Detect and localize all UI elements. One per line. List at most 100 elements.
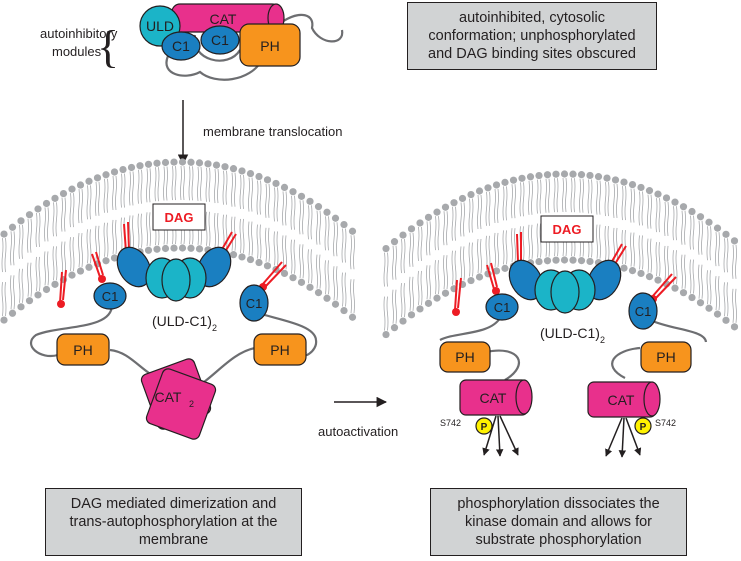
- lipid-head: [340, 220, 348, 229]
- lipid-head: [170, 158, 178, 166]
- lipid-tail: [497, 232, 499, 267]
- lipid-tail: [341, 272, 344, 307]
- lipid-head: [255, 258, 263, 267]
- lipid-head: [8, 309, 17, 317]
- lipid-tail: [78, 188, 80, 224]
- lipid-head: [441, 289, 450, 297]
- ph-label: PH: [656, 349, 675, 365]
- lipid-tail: [485, 191, 488, 226]
- lipid-tail: [72, 193, 75, 228]
- caption-substrate-phosphorylation: phosphorylation dissociates the kinase d…: [430, 488, 687, 556]
- lipid-head: [722, 230, 730, 238]
- lipid-tail: [548, 178, 550, 213]
- ph-label: PH: [455, 349, 474, 365]
- c1-domain: [116, 246, 152, 288]
- lipid-head: [424, 299, 433, 307]
- lipid-tail: [718, 232, 720, 267]
- lipid-head: [433, 294, 441, 302]
- lipid-tail: [276, 187, 279, 222]
- lipid-head: [475, 187, 484, 195]
- lipid-head: [161, 158, 170, 167]
- lipid-tail: [681, 254, 683, 289]
- lipid-tail: [174, 166, 177, 201]
- lipid-head: [272, 179, 280, 188]
- lipid-tail: [242, 218, 245, 253]
- lipid-head: [280, 269, 289, 278]
- lipid-tail: [420, 226, 423, 261]
- lipid-tail: [420, 270, 423, 305]
- lipid-head: [348, 227, 357, 235]
- lipid-head: [110, 168, 119, 176]
- lipid-tail: [392, 245, 394, 280]
- autoinhibitory-label-line1: autoinhibitory: [40, 26, 118, 41]
- lipid-tail: [460, 246, 462, 281]
- lipid-head: [314, 289, 323, 297]
- lipid-tail: [604, 226, 607, 261]
- lipid-tail: [188, 166, 191, 201]
- lipid-tail: [417, 270, 420, 305]
- lipid-tail: [4, 238, 7, 273]
- lipid-tail: [319, 210, 321, 245]
- lipid-head: [42, 285, 51, 294]
- lipid-tail: [129, 215, 131, 250]
- lipid-tail: [268, 227, 270, 262]
- ph-label: PH: [260, 38, 279, 54]
- lipid-head: [535, 257, 543, 266]
- lipid-tail: [650, 238, 652, 273]
- lipid-tail: [502, 186, 505, 221]
- lipid-tail: [1, 282, 4, 317]
- ph-domain: [56, 333, 110, 366]
- lipid-tail: [562, 177, 564, 213]
- lipid-tail: [723, 238, 726, 273]
- lipid-tail: [55, 246, 58, 281]
- lipid-tail: [684, 254, 686, 289]
- lipid-head: [722, 316, 730, 324]
- lipid-tail: [310, 249, 313, 284]
- lipid-tail: [307, 249, 310, 284]
- lipid-tail: [81, 188, 83, 224]
- lipid-tail: [536, 223, 539, 258]
- lipid-tail: [146, 212, 148, 247]
- lipid-tail: [409, 276, 411, 311]
- lipid-head: [492, 181, 501, 189]
- c1-label: C1: [102, 289, 119, 304]
- lipid-tail: [556, 178, 559, 213]
- lipid-tail: [681, 210, 683, 245]
- lipid-head: [136, 162, 144, 170]
- lipid-tail: [316, 210, 318, 245]
- autoinhibited-kinase: autoinhibitory modules { CAT ULD C1 C1: [40, 3, 344, 81]
- lipid-tail: [242, 174, 245, 209]
- lipid-tail: [239, 218, 242, 253]
- subscript-2: 2: [600, 335, 605, 345]
- lipid-head: [25, 211, 34, 219]
- lipid-tail: [531, 180, 533, 215]
- autoactivation-arrow: autoactivation: [318, 396, 398, 439]
- c1-label: C1: [635, 304, 652, 319]
- lipid-tail: [112, 219, 114, 255]
- lipid-tail: [604, 182, 607, 217]
- lipid-head: [297, 192, 306, 200]
- c1-label: C1: [211, 32, 229, 48]
- lipid-head: [399, 317, 407, 325]
- lipid-tail: [327, 260, 330, 295]
- lipid-head: [526, 173, 535, 181]
- lipid-head: [552, 256, 560, 264]
- lipid-tail: [86, 185, 89, 220]
- lipid-tail: [47, 207, 49, 242]
- substrate-arrows: [482, 415, 642, 458]
- lipid-head: [654, 190, 662, 198]
- lipid-tail: [443, 211, 445, 246]
- lipid-tail: [324, 260, 327, 295]
- lipid-tail: [624, 186, 627, 221]
- lipid-tail: [344, 272, 347, 307]
- lipid-head: [560, 170, 569, 178]
- c1-domain: C1: [200, 25, 240, 55]
- lipid-tail: [633, 232, 635, 267]
- lipid-head: [34, 291, 42, 299]
- lipid-tail: [709, 270, 712, 305]
- lipid-tail: [726, 238, 729, 273]
- lipid-tail: [718, 276, 720, 311]
- lipid-tail: [61, 197, 63, 232]
- lipid-tail: [647, 194, 649, 229]
